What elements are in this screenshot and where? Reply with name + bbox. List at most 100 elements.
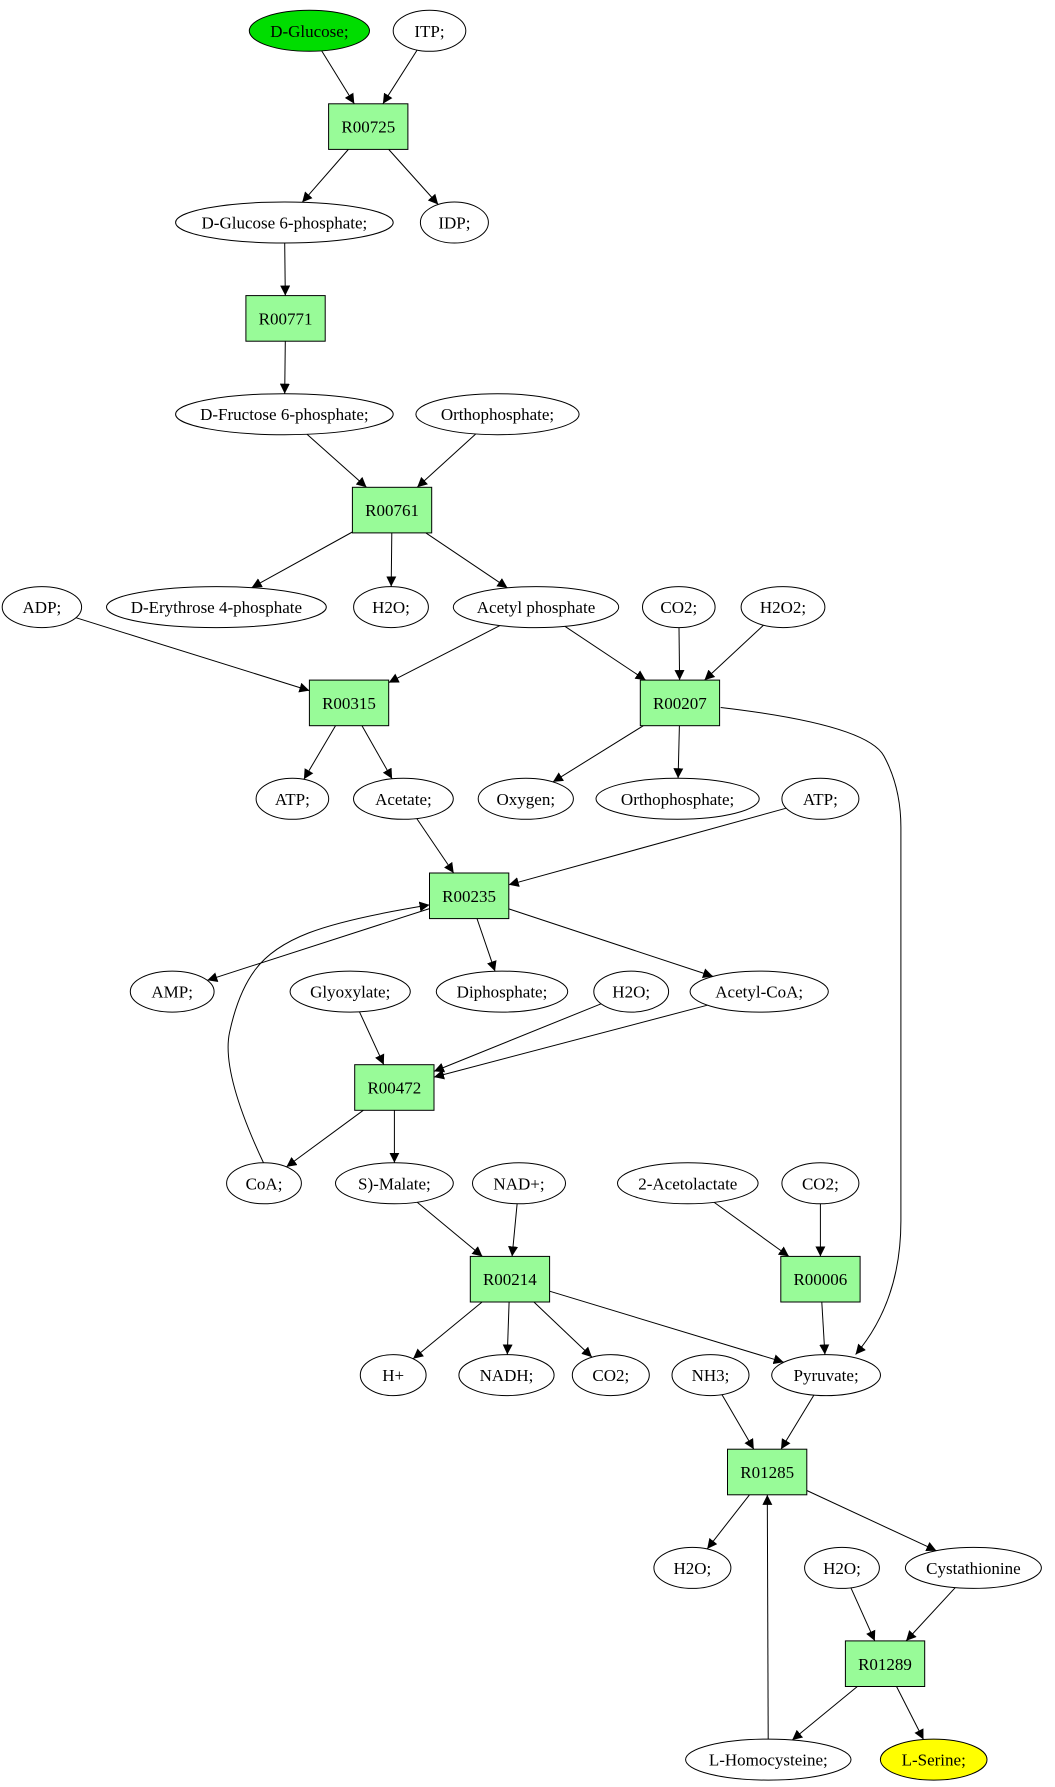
metabolite-node-nh3: NH3; — [671, 1354, 750, 1397]
metabolite-ellipse — [359, 1354, 427, 1397]
metabolite-node-diphos: Diphosphate; — [435, 970, 569, 1013]
edge-r00207-to-oxygen — [552, 725, 644, 783]
edge-acetate-to-r00235 — [416, 818, 455, 874]
edge-r00315-to-atp1 — [303, 725, 336, 780]
reaction-box — [727, 1448, 808, 1496]
metabolite-ellipse — [226, 1162, 302, 1205]
metabolite-ellipse — [904, 1546, 1042, 1589]
node-label: Acetyl-CoA; — [715, 983, 803, 1002]
node-label: Acetyl phosphate — [477, 598, 596, 617]
metabolite-ellipse — [335, 1162, 454, 1205]
metabolite-ellipse — [595, 777, 760, 820]
node-label: CO2; — [660, 598, 697, 617]
edge-r01285-to-cysth — [806, 1490, 937, 1552]
edge-r01289-to-lserine — [896, 1686, 924, 1740]
node-label: ATP; — [275, 790, 310, 809]
metabolite-node-h2o4: H2O; — [653, 1546, 732, 1589]
reaction-box — [354, 1064, 435, 1111]
metabolite-ellipse — [105, 586, 327, 629]
edge-g6p-to-r00771 — [280, 243, 291, 296]
metabolite-ellipse — [392, 9, 467, 52]
reaction-node-r00207: R00207 — [639, 679, 721, 727]
metabolite-ellipse — [248, 9, 370, 52]
metabolite-ellipse — [571, 1354, 650, 1397]
edge-dglucose-to-r00725 — [321, 50, 355, 105]
edge-r01289-to-lhcys — [791, 1686, 858, 1741]
metabolite-ellipse — [452, 586, 620, 629]
metabolite-node-h2o5: H2O; — [804, 1546, 880, 1589]
metabolite-node-itp: ITP; — [392, 9, 467, 52]
metabolite-ellipse — [593, 970, 670, 1013]
node-label: R00472 — [367, 1079, 421, 1098]
node-label: R00315 — [322, 694, 376, 713]
edge-r00214-to-pyruvate — [549, 1290, 784, 1365]
node-label: 2-Acetolactate — [638, 1174, 737, 1193]
node-label: D-Glucose; — [270, 22, 348, 41]
reaction-box — [780, 1255, 861, 1303]
node-label: NAD+; — [493, 1174, 544, 1193]
node-label: ATP; — [803, 790, 838, 809]
node-label: AMP; — [151, 983, 193, 1002]
edge-r00761-to-acp — [425, 532, 508, 589]
node-label: L-Homocysteine; — [709, 1751, 828, 1770]
node-label: H2O; — [674, 1559, 712, 1578]
metabolite-node-orthop2: Orthophosphate; — [595, 777, 760, 820]
edge-pyruvate-to-r01285 — [780, 1394, 815, 1450]
node-label: Cystathionine — [926, 1559, 1020, 1578]
node-label: NH3; — [692, 1366, 730, 1385]
metabolite-ellipse — [879, 1738, 988, 1781]
metabolite-ellipse — [255, 777, 330, 820]
metabolite-node-coa: CoA; — [226, 1162, 302, 1205]
metabolite-node-h2o1: H2O; — [353, 586, 429, 629]
reaction-node-r01285: R01285 — [727, 1448, 808, 1496]
node-label: Orthophosphate; — [441, 405, 554, 424]
metabolite-ellipse — [671, 1354, 750, 1397]
metabolite-node-atp1: ATP; — [255, 777, 330, 820]
node-label: H2O2; — [760, 598, 806, 617]
edge-r00725-to-idp — [388, 149, 439, 205]
node-label: NADH; — [480, 1366, 534, 1385]
reaction-node-r00006: R00006 — [780, 1255, 861, 1303]
edge-r00207-to-orthop2 — [673, 725, 684, 779]
metabolite-ellipse — [740, 586, 826, 629]
metabolite-ellipse — [781, 1162, 860, 1205]
reaction-box — [469, 1255, 551, 1303]
metabolite-ellipse — [653, 1546, 732, 1589]
reaction-node-r00235: R00235 — [429, 872, 510, 920]
node-label: CoA; — [246, 1174, 283, 1193]
edge-nh3-to-r01285 — [721, 1394, 755, 1450]
reaction-node-r00472: R00472 — [354, 1064, 435, 1111]
node-label: D-Erythrose 4-phosphate — [131, 598, 302, 617]
edge-nadp-to-r00214 — [508, 1203, 519, 1257]
metabolite-ellipse — [175, 201, 394, 244]
metabolite-ellipse — [689, 970, 829, 1013]
reaction-box — [844, 1640, 926, 1688]
metabolite-ellipse — [458, 1354, 555, 1397]
edge-acp-to-r00315 — [388, 625, 501, 684]
metabolite-node-adp: ADP; — [1, 586, 83, 629]
node-label: R01289 — [858, 1655, 912, 1674]
edge-r01285-to-h2o4 — [706, 1494, 750, 1550]
edge-h2o5-to-r01289 — [850, 1587, 876, 1642]
node-label: ITP; — [414, 22, 444, 41]
node-label: R01285 — [740, 1463, 794, 1482]
node-label: H2O; — [823, 1559, 861, 1578]
metabolite-node-h2o3: H2O; — [593, 970, 670, 1013]
metabolite-node-glyox: Glyoxylate; — [289, 970, 411, 1013]
metabolite-node-oxygen: Oxygen; — [477, 777, 574, 820]
metabolite-node-h2o2: H2O2; — [740, 586, 826, 629]
metabolite-node-nadp: NAD+; — [472, 1162, 566, 1205]
node-label: L-Serine; — [902, 1751, 966, 1770]
metabolite-ellipse — [353, 777, 454, 820]
edge-malate-to-r00214 — [416, 1201, 483, 1257]
metabolite-ellipse — [804, 1546, 880, 1589]
edge-h2o3-to-r00472 — [433, 1003, 602, 1073]
node-label: D-Fructose 6-phosphate; — [200, 405, 369, 424]
reaction-node-r00761: R00761 — [351, 486, 433, 534]
edge-r00214-to-hplus — [412, 1301, 483, 1360]
metabolite-node-acetolactate: 2-Acetolactate — [617, 1162, 759, 1205]
metabolite-ellipse — [685, 1738, 852, 1781]
metabolite-node-atp2: ATP; — [781, 777, 860, 820]
metabolite-node-f6p: D-Fructose 6-phosphate; — [175, 393, 394, 436]
